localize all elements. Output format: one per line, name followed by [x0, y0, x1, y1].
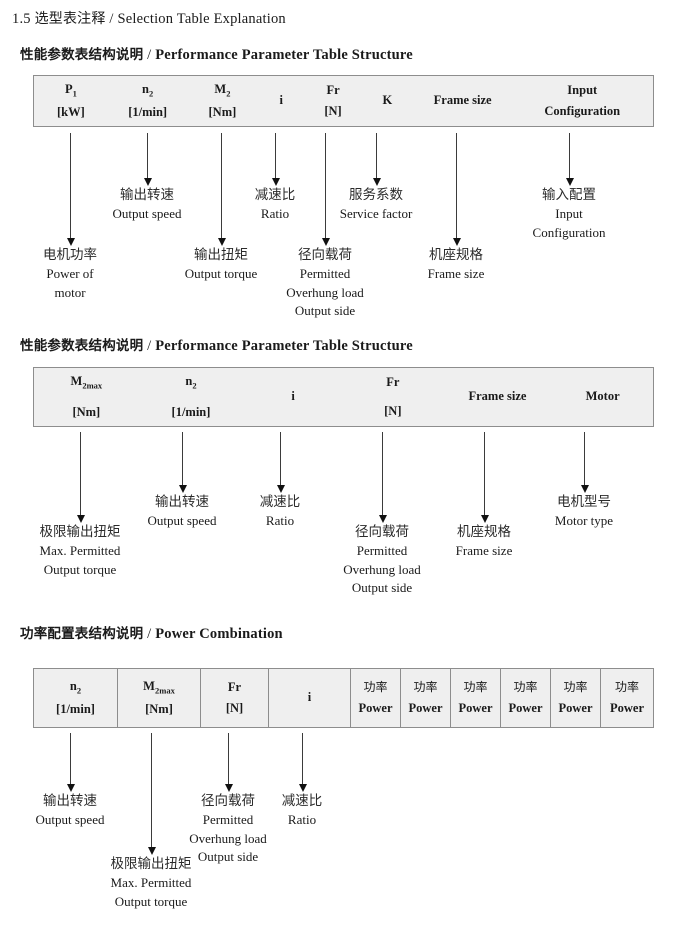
annotation-label: 机座规格 Frame size [427, 247, 485, 282]
table-header-cell: Motor [585, 389, 620, 404]
arrow-connector [321, 133, 330, 246]
arrow-connector [224, 733, 233, 792]
annotation-label: 机座规格 Frame size [455, 524, 513, 559]
arrow-connector [143, 133, 152, 186]
arrow-connector [217, 133, 226, 246]
table-header-cell: 功率 Power [600, 669, 653, 727]
table-header-cell: Frame size [468, 389, 527, 404]
arrow-connector [565, 133, 574, 186]
annotation-label: 极限输出扭矩 Max. Permitted Output torque [39, 524, 121, 577]
annotation-label: 输出转速 Output speed [112, 187, 182, 222]
page-title-number: 1.5 [12, 11, 31, 27]
arrow-connector [271, 133, 280, 186]
section-heading-cn: 性能参数表结构说明 [20, 338, 144, 354]
table-header-cell: M2max [Nm] [70, 373, 103, 419]
page-title: 1.5 选型表注释 / Selection Table Explanation [12, 8, 286, 28]
annotation-label: 极限输出扭矩 Max. Permitted Output torque [110, 856, 192, 909]
arrow-connector [178, 432, 187, 493]
section-heading-performance-2: 性能参数表结构说明 / Performance Parameter Table … [20, 334, 413, 355]
table-header-cell: Fr [N] [324, 82, 342, 118]
arrow-connector [66, 133, 75, 246]
table-header-cell: i [268, 669, 350, 727]
table-header-cell: 功率 Power [350, 669, 400, 727]
table-header-cell: 功率 Power [400, 669, 450, 727]
power-combination-table: n2 [1/min] M2max [Nm] Fr [N] i 功率 Power … [33, 668, 654, 728]
table-header-cell: P1 [kW] [56, 81, 85, 119]
arrow-connector [452, 133, 461, 246]
page-title-en: Selection Table Explanation [117, 11, 286, 27]
annotation-label: 输出转速 Output speed [35, 793, 105, 828]
section-heading-power-combination: 功率配置表结构说明 / Power Combination [20, 622, 283, 643]
table-header-cell: Fr [N] [200, 669, 268, 727]
annotation-label: 电机功率 Power of motor [43, 247, 97, 300]
table-header-cell: i [291, 389, 295, 404]
section-heading-separator: / [147, 47, 152, 63]
table-header-cell: i [279, 93, 283, 108]
annotation-label: 服务系数 Service factor [339, 187, 413, 222]
annotation-label: 减速比 Ratio [281, 793, 323, 828]
table-header-cell: 功率 Power [500, 669, 550, 727]
table-header-cell: Input Configuration [544, 82, 621, 118]
annotation-label: 输出转速 Output speed [147, 494, 217, 529]
annotation-label: 径向载荷 Permitted Overhung load Output side [343, 524, 421, 596]
annotation-label: 电机型号 Motor type [554, 494, 614, 529]
table-header-cell: 功率 Power [550, 669, 600, 727]
section-heading-cn: 性能参数表结构说明 [20, 47, 144, 63]
annotation-label: 径向载荷 Permitted Overhung load Output side [286, 247, 364, 319]
section-heading-cn: 功率配置表结构说明 [20, 626, 144, 642]
arrow-connector [480, 432, 489, 523]
section-heading-en: Performance Parameter Table Structure [155, 47, 413, 63]
table-header-cell: Fr [N] [384, 374, 402, 418]
arrow-connector [276, 432, 285, 493]
table-header-cell: K [382, 93, 393, 108]
page-title-cn: 选型表注释 [34, 11, 106, 27]
arrow-connector [298, 733, 307, 792]
table-header-cell: M2 [Nm] [208, 81, 237, 119]
arrow-connector [580, 432, 589, 493]
table-header-cell: 功率 Power [450, 669, 500, 727]
table-header-cell: n2 [1/min] [171, 373, 211, 419]
section-heading-en: Power Combination [155, 626, 283, 642]
table-header-cell: n2 [1/min] [56, 678, 95, 716]
performance-parameter-table-1: P1 [kW] n2 [1/min] M2 [Nm] i Fr [N] K Fr… [33, 75, 654, 127]
table-header-cell: n2 [1/min] [128, 81, 168, 119]
annotation-label: 径向载荷 Permitted Overhung load Output side [189, 793, 267, 865]
arrow-connector [378, 432, 387, 523]
page-title-separator: / [109, 11, 114, 27]
annotation-label: 输入配置 Input Configuration [532, 187, 606, 240]
section-heading-separator: / [147, 338, 152, 354]
section-heading-en: Performance Parameter Table Structure [155, 338, 413, 354]
annotation-label: 输出扭矩 Output torque [184, 247, 258, 282]
arrow-connector [147, 733, 156, 855]
annotation-label: 减速比 Ratio [254, 187, 296, 222]
arrow-connector [66, 733, 75, 792]
table-header-cell: Frame size [433, 93, 492, 108]
section-heading-separator: / [147, 626, 152, 642]
arrow-connector [76, 432, 85, 523]
arrow-connector [372, 133, 381, 186]
performance-parameter-table-2: M2max [Nm] n2 [1/min] i Fr [N] Frame siz… [33, 367, 654, 427]
table-header-cell: M2max [Nm] [117, 669, 200, 727]
annotation-label: 减速比 Ratio [259, 494, 301, 529]
section-heading-performance-1: 性能参数表结构说明 / Performance Parameter Table … [20, 43, 413, 64]
